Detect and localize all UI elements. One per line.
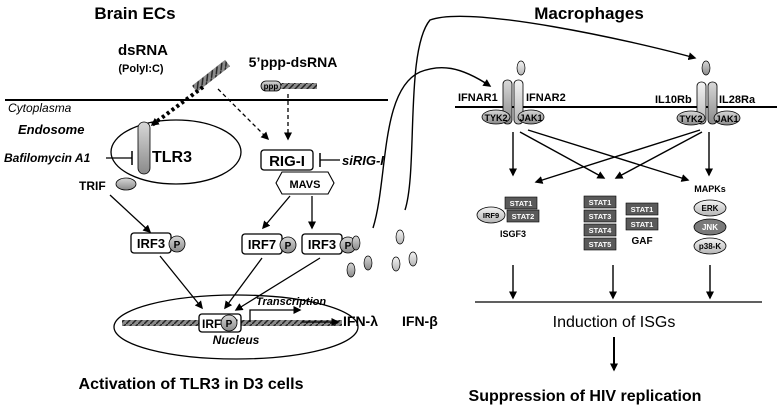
stat2-isgf3-label: STAT2: [512, 212, 535, 221]
irf7-to-nucleus-arrow: [224, 257, 263, 310]
ifn-beta-molecules: [391, 229, 418, 272]
stat3-col: [583, 209, 617, 223]
jak1-il28r-label: JAK1: [715, 114, 738, 124]
nucleus: [113, 294, 359, 360]
il28ra-receptor: [707, 81, 718, 125]
stat5-col: [583, 237, 617, 251]
ifnar-to-mapk-arrow: [527, 129, 690, 182]
mavs-to-irf7-arrow: [262, 195, 291, 230]
tyk2-il28r: [676, 110, 706, 126]
jak1-ifnar: [517, 109, 545, 125]
dsrna-helix: [191, 59, 231, 93]
irf37-phospho-label: P: [226, 319, 233, 330]
nucleus-label: Nucleus: [213, 333, 260, 347]
tyk2-ifnar: [481, 109, 511, 125]
p38k-label: p38-K: [699, 242, 721, 251]
stat4-col: [583, 223, 617, 237]
trif-to-irf3-arrow: [109, 194, 152, 234]
jnk-oval: [693, 218, 727, 236]
stat1-isgf3-label: STAT1: [510, 199, 533, 208]
trif-label: TRIF: [79, 179, 106, 193]
brain-ecs-title: Brain ECs: [94, 4, 175, 23]
left-caption: Activation of TLR3 in D3 cells: [79, 376, 304, 393]
irf3-left-to-nucleus-arrow: [159, 255, 203, 310]
irf3-right-to-nucleus-arrow: [234, 257, 321, 311]
irf3-phospho-right-label: P: [345, 241, 352, 252]
ifnar1-label: IFNAR1: [458, 92, 498, 104]
irf9-oval: [476, 206, 506, 224]
endosome: [110, 119, 242, 185]
stat2-isgf3: [506, 209, 540, 223]
mavs-box: [275, 171, 335, 195]
ifnar2-label: IFNAR2: [526, 92, 566, 104]
ifn-lambda-label: IFN-λ: [343, 313, 378, 329]
ifn-beta-to-ifnar-arrow: [372, 66, 492, 229]
cytoplasma-label: Cytoplasma: [8, 101, 72, 115]
ifn-beta-bound: [516, 60, 526, 76]
gaf-label: GAF: [631, 236, 652, 247]
stat3-col-label: STAT3: [589, 212, 612, 221]
il28ra-label: IL28Ra: [719, 94, 756, 106]
ifnar-to-gaf-arrow: [519, 131, 606, 179]
induction-label: Induction of ISGs: [553, 314, 676, 331]
irf7-label: IRF7: [248, 237, 276, 252]
p38k-oval: [693, 237, 727, 255]
stat1-isgf3: [504, 196, 538, 210]
il28r-to-gaf-arrow: [614, 131, 703, 179]
endosome-label: Endosome: [18, 122, 84, 137]
suppression-label: Suppression of HIV replication: [469, 388, 702, 405]
tlr3-receptor: [137, 121, 151, 175]
ifn-lambda-bound: [701, 60, 711, 76]
il28r-to-isgf3-arrow: [534, 129, 701, 184]
irf3-label-left: IRF3: [137, 236, 165, 251]
ppp-tag-label: ppp: [264, 82, 279, 91]
isgf3-label: ISGF3: [500, 229, 526, 239]
mapks-label: MAPKs: [694, 184, 726, 194]
stat1-gaf-b-label: STAT1: [631, 220, 654, 229]
tlr3-label: TLR3: [152, 149, 192, 166]
transcription-label: Transcription: [256, 296, 326, 308]
stat1-gaf-b: [625, 217, 659, 231]
dsrna-label: dsRNA: [118, 42, 168, 59]
rigi-box: [260, 149, 314, 171]
polyic-label: (PolyI:C): [118, 63, 164, 75]
sirigi-label: siRIG-I: [342, 153, 384, 168]
ppp-rna-helix: [281, 83, 317, 89]
jak1-il28r: [713, 110, 741, 126]
tyk2-ifnar-label: TYK2: [484, 113, 507, 123]
irf7-phospho: [279, 236, 297, 254]
dsrna-to-rigi-arrow: [217, 88, 270, 141]
ifn-lambda-to-il28r-arrow: [404, 15, 697, 211]
macrophages-title: Macrophages: [534, 4, 644, 23]
jnk-label: JNK: [702, 223, 718, 232]
transcription-arrow: [249, 306, 302, 322]
stat1-gaf-a-label: STAT1: [631, 205, 654, 214]
mavs-label: MAVS: [290, 179, 321, 191]
erk-oval: [693, 199, 727, 217]
irf9-label: IRF9: [483, 211, 499, 220]
stat1-gaf-a: [625, 202, 659, 216]
jak1-ifnar-label: JAK1: [519, 113, 542, 123]
irf3-phospho-left-label: P: [174, 240, 181, 251]
irf3-phospho-left: [168, 235, 186, 253]
irf37-phospho: [220, 314, 238, 332]
rigi-label: RIG-I: [269, 153, 305, 170]
trif-adaptor: [115, 177, 137, 191]
erk-label: ERK: [702, 204, 719, 213]
il10rb-label: IL10Rb: [655, 94, 692, 106]
stat5-col-label: STAT5: [589, 240, 612, 249]
dsrna-to-endosome-arrow: [150, 85, 205, 127]
stat1-col: [583, 195, 617, 209]
irf7-phospho-label: P: [285, 241, 292, 252]
tyk2-il28r-label: TYK2: [679, 114, 702, 124]
ifn-beta-label: IFN-β: [402, 313, 438, 329]
stat4-col-label: STAT4: [589, 226, 612, 235]
irf3-label-right: IRF3: [308, 237, 336, 252]
bafilomycin-label: Bafilomycin A1: [4, 151, 91, 165]
ifn-lambda-molecules: [346, 235, 373, 278]
stat1-col-label: STAT1: [589, 198, 612, 207]
ppp-dsrna-label: 5’ppp-dsRNA: [249, 54, 338, 70]
